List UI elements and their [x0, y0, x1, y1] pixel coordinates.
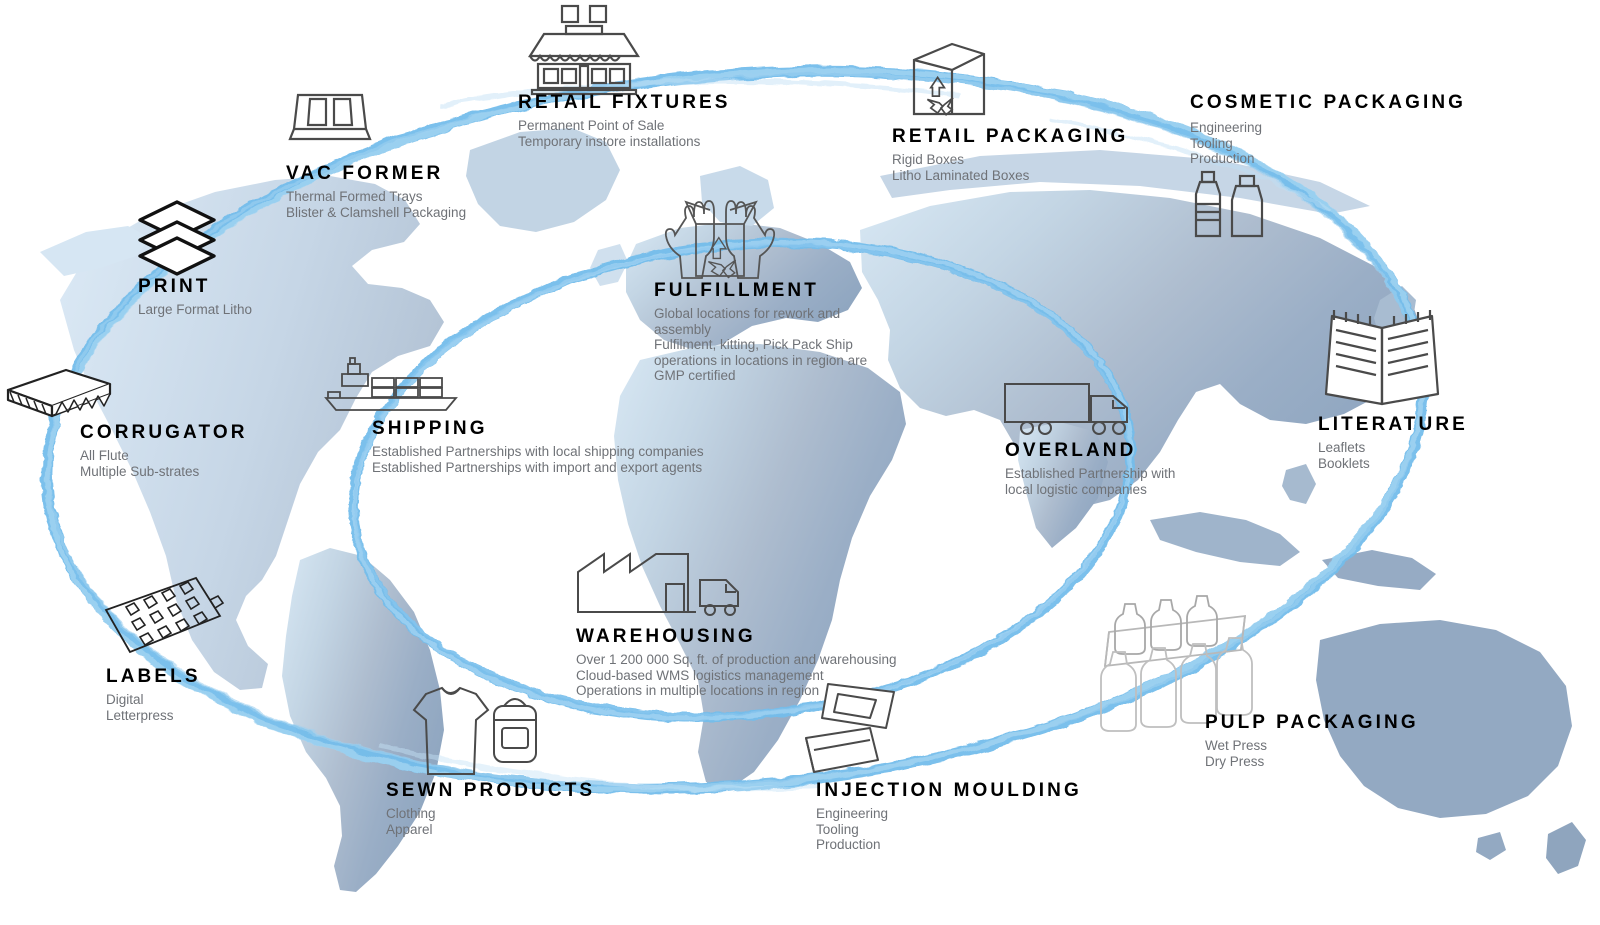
- landmass-new-zealand: [1546, 822, 1586, 874]
- node-subtext: Engineering Tooling Production: [816, 805, 889, 853]
- node-subtext: Global locations for rework and assembly…: [654, 305, 868, 384]
- node-title: PULP PACKAGING: [1205, 712, 1419, 733]
- label-sheet-icon: [100, 570, 230, 660]
- node-subtext: Wet Press Dry Press: [1205, 737, 1268, 769]
- landmass-russia-north: [880, 150, 1370, 214]
- node-subtext: All Flute Multiple Sub-strates: [80, 447, 200, 479]
- landmass-asia: [860, 190, 1424, 508]
- open-book-icon: [1322, 310, 1442, 406]
- brush-wisps: [379, 78, 1331, 792]
- container-ship-icon: [320, 357, 462, 414]
- node-subtext: Digital Letterpress: [106, 691, 174, 723]
- node-title: SEWN PRODUCTS: [386, 780, 596, 801]
- node-subtext: Established Partnerships with local ship…: [372, 443, 704, 475]
- node-title: LABELS: [106, 666, 201, 687]
- truck-icon: [1001, 378, 1141, 438]
- landmass-africa: [614, 344, 906, 790]
- landmass-alaska: [40, 226, 150, 276]
- layered-sheets-icon: [136, 198, 218, 276]
- node-title: OVERLAND: [1005, 440, 1137, 461]
- node-title: VAC FORMER: [286, 163, 444, 184]
- cosmetic-bottles-icon: [1192, 170, 1274, 240]
- storefront-icon: [518, 4, 644, 96]
- hands-recycle-box-icon: [650, 196, 790, 282]
- recycle-box-icon: [900, 40, 1004, 118]
- bottle-tray-icon: [1095, 588, 1255, 736]
- inner-orbit-ring: [348, 237, 1136, 723]
- node-subtext: Clothing Apparel: [386, 805, 436, 837]
- node-subtext: Permanent Point of Sale Temporary instor…: [518, 117, 701, 149]
- node-title: SHIPPING: [372, 418, 488, 439]
- node-subtext: Engineering Tooling Production: [1190, 119, 1263, 167]
- node-subtext: Over 1 200 000 Sq. ft. of production and…: [576, 651, 897, 699]
- mould-tool-icon: [800, 676, 910, 776]
- node-title: RETAIL PACKAGING: [892, 126, 1129, 147]
- landmass-north-america: [60, 176, 444, 690]
- node-title: CORRUGATOR: [80, 422, 248, 443]
- node-subtext: Established Partnership with local logis…: [1005, 465, 1176, 497]
- node-title: FULFILLMENT: [654, 280, 819, 301]
- node-subtext: Thermal Formed Trays Blister & Clamshell…: [286, 188, 467, 220]
- landmass-south-america: [282, 548, 444, 892]
- node-title: PRINT: [138, 276, 211, 297]
- landmass-png: [1322, 550, 1436, 590]
- landmass-india: [1018, 422, 1108, 548]
- node-title: RETAIL FIXTURES: [518, 92, 731, 113]
- node-subtext: Leaflets Booklets: [1318, 439, 1370, 471]
- landmass-greenland: [466, 128, 620, 232]
- corrugated-board-icon: [4, 368, 114, 424]
- landmass-australia: [1316, 620, 1572, 818]
- factory-truck-icon: [570, 540, 760, 618]
- node-title: WAREHOUSING: [576, 626, 756, 647]
- landmass-tasmania: [1476, 832, 1506, 860]
- node-title: COSMETIC PACKAGING: [1190, 92, 1467, 113]
- landmass-indonesia: [1150, 512, 1300, 566]
- node-subtext: Rigid Boxes Litho Laminated Boxes: [892, 151, 1030, 183]
- tray-icon: [288, 85, 372, 143]
- node-title: INJECTION MOULDING: [816, 780, 1082, 801]
- landmass-philippines: [1282, 464, 1316, 504]
- node-title: LITERATURE: [1318, 414, 1468, 435]
- node-subtext: Large Format Litho: [138, 301, 253, 317]
- shirt-backpack-icon: [390, 684, 540, 780]
